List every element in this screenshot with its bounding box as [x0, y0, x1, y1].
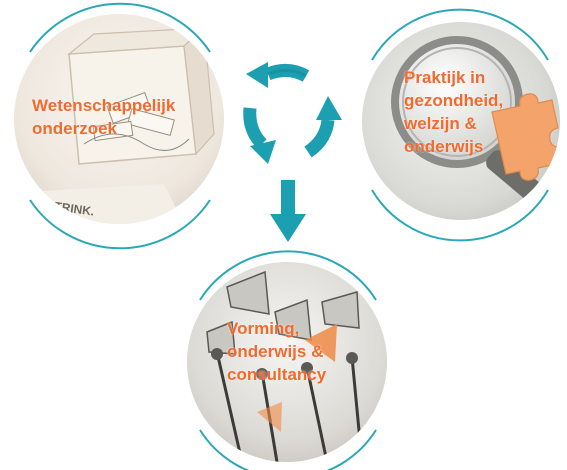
node-education-label: Vorming, onderwijs & consultancy — [227, 319, 327, 384]
research-photo: TRINK. — [14, 14, 224, 224]
practice-photo — [362, 22, 560, 220]
cycle-arrows-icon — [243, 62, 342, 164]
node-practice-label: Praktijk in gezondheid, welzijn & onderw… — [404, 68, 504, 156]
photo-caption: TRINK. — [54, 199, 96, 218]
education-photo — [187, 262, 387, 462]
node-practice: Praktijk in gezondheid, welzijn & onderw… — [362, 22, 560, 220]
node-education: Vorming, onderwijs & consultancy — [187, 262, 387, 462]
puzzle-piece-icon — [491, 93, 560, 181]
node-research: TRINK. Wetenschappelijk onderzoek — [14, 14, 224, 224]
down-arrow-icon — [270, 180, 306, 242]
node-research-label: Wetenschappelijk onderzoek — [32, 96, 176, 138]
